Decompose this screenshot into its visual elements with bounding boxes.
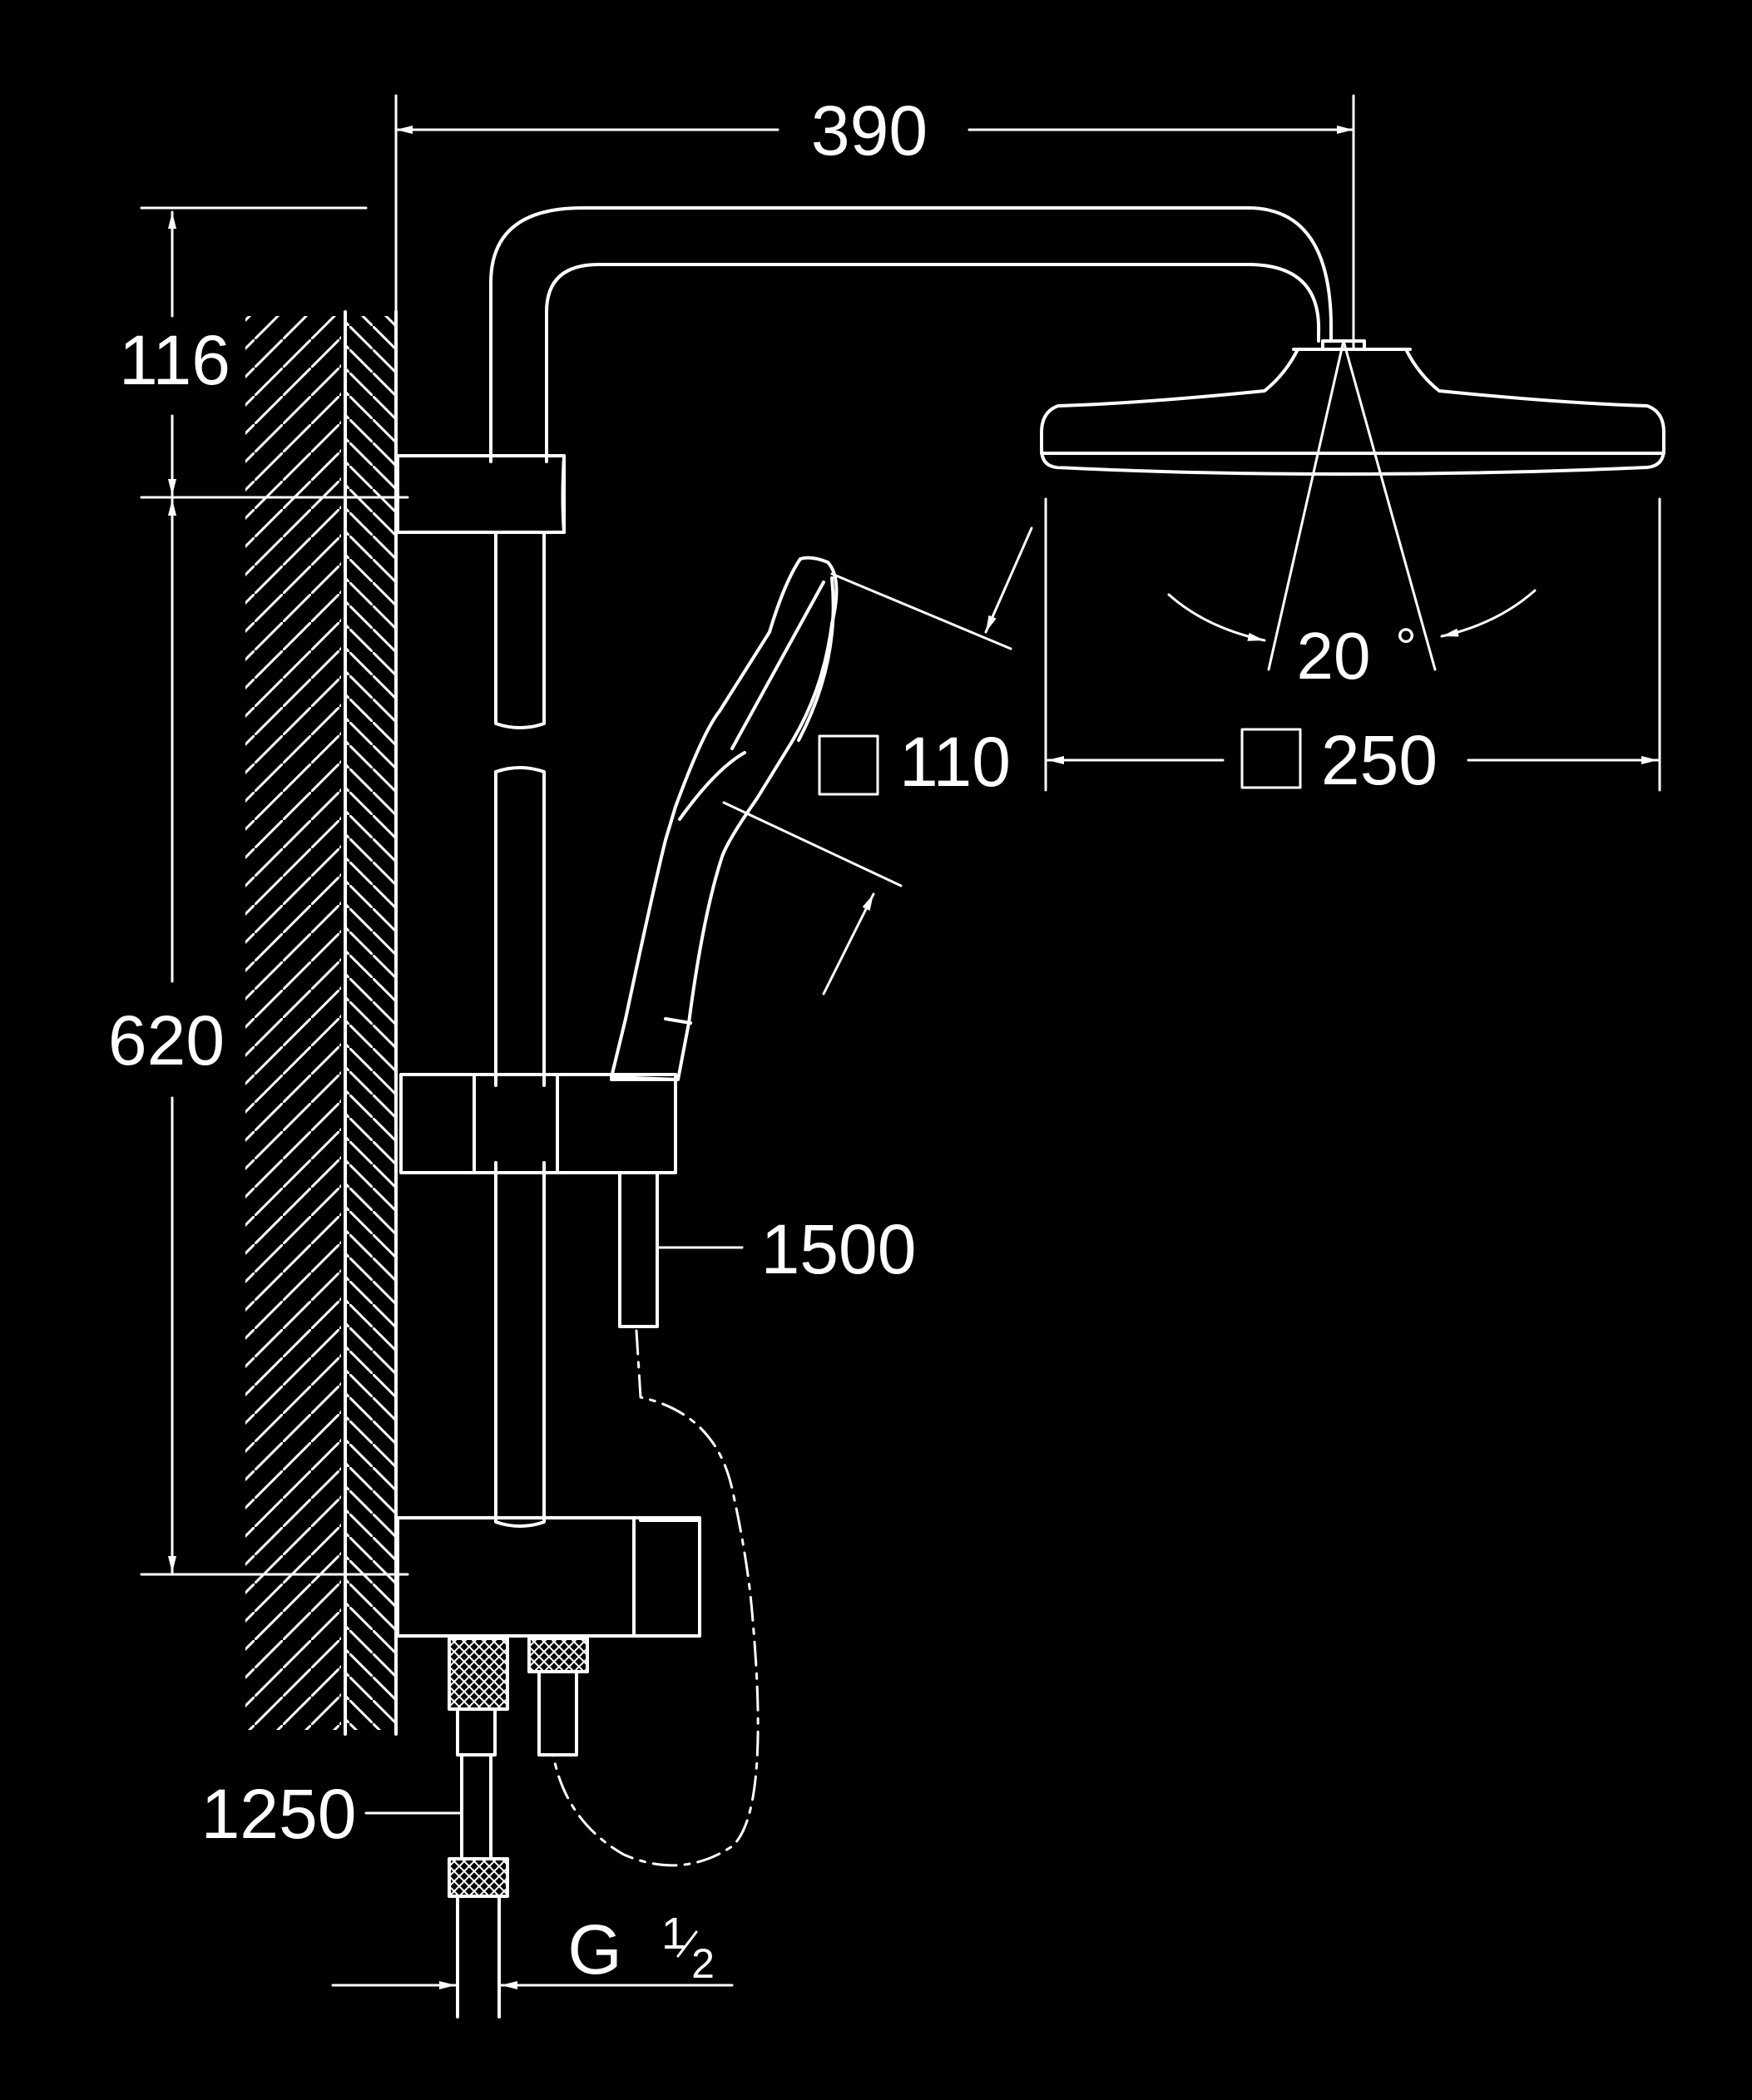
dimension-hand-shower-width xyxy=(722,526,1033,996)
label-spray-angle: 20 xyxy=(1297,619,1371,693)
hand-shower xyxy=(610,556,839,1081)
upper-wall-bracket xyxy=(396,454,566,534)
overhead-shower-head xyxy=(1040,339,1665,476)
label-width: 390 xyxy=(811,91,928,170)
dimension-width xyxy=(394,94,1355,351)
wall-hatching xyxy=(245,310,398,1736)
dimension-vertical-left xyxy=(140,206,409,1576)
label-rail-length: 620 xyxy=(108,1001,225,1080)
label-supply-hose-length: 1250 xyxy=(201,1775,357,1853)
dimension-head-width xyxy=(1044,497,1661,792)
label-thread-numerator: 1 xyxy=(661,1909,686,1959)
thermostat-body xyxy=(396,1516,701,1638)
dimension-labels: 390 116 620 1500 1250 20 ° 110 250 G 1 2 xyxy=(108,91,1438,1989)
hose-connector xyxy=(618,1171,742,1328)
label-thread-g: G xyxy=(567,1910,621,1989)
label-top-offset: 116 xyxy=(119,321,230,399)
dimension-thread xyxy=(331,1930,734,1989)
label-head-shower-size: 250 xyxy=(1321,721,1438,799)
spray-angle-lines xyxy=(1167,339,1537,671)
label-hose-length: 1500 xyxy=(761,1210,917,1288)
slider-bracket xyxy=(399,1073,677,1174)
hand-shower-hose xyxy=(552,1329,760,1867)
label-hand-shower-size: 110 xyxy=(899,723,1011,801)
connection-fittings xyxy=(364,1637,589,2018)
riser-pipe xyxy=(489,206,1334,1528)
label-thread-denominator: 2 xyxy=(691,1940,715,1987)
label-spray-angle-unit: ° xyxy=(1395,617,1417,677)
